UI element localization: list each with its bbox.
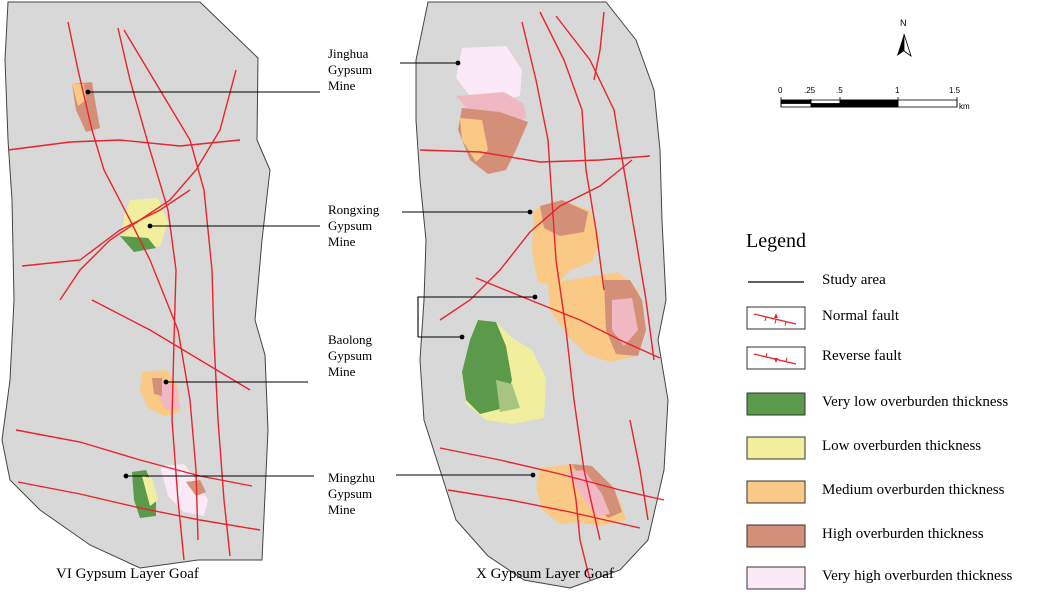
legend-label: Study area (822, 272, 886, 288)
left-faults (7, 21, 261, 561)
low-swatch-icon (746, 436, 806, 460)
scale-tick-0: 0 (778, 86, 783, 95)
north-arrow-icon (897, 33, 912, 58)
legend-item-very-high: Very high overburden thickness (746, 566, 1052, 592)
scale-tick-025: .25 (804, 86, 816, 95)
scale-tick-1: 1 (895, 86, 900, 95)
very-low-swatch-icon (746, 392, 806, 416)
legend-item-normal-fault: Normal fault (746, 306, 1052, 332)
very-high-swatch-icon (746, 566, 806, 590)
legend-item-low: Low overburden thickness (746, 436, 1052, 462)
legend-label: Reverse fault (822, 348, 902, 364)
legend-item-very-low: Very low overburden thickness (746, 392, 1052, 418)
legend-label: Very low overburden thickness (822, 394, 1009, 410)
legend-label: High overburden thickness (822, 526, 984, 542)
legend-label: Normal fault (822, 308, 900, 324)
high-swatch-icon (746, 524, 806, 548)
scale-tick-05: .5 (836, 86, 843, 95)
legend-item-study-area: Study area (746, 270, 1052, 296)
legend-title: Legend (746, 230, 806, 252)
reverse-fault-icon (746, 346, 806, 370)
leader-lines (88, 62, 535, 477)
normal-fault-icon (746, 306, 806, 330)
north-letter: N (900, 18, 907, 28)
left-goaf-patches (72, 82, 208, 518)
right-panel-title: X Gypsum Layer Goaf (476, 566, 614, 582)
leader-points (85, 60, 538, 479)
scale-tick-15: 1.5 (949, 86, 961, 95)
scale-bar-graphic (780, 97, 958, 108)
left-panel-title: VI Gypsum Layer Goaf (56, 566, 199, 582)
legend-item-high: High overburden thickness (746, 524, 1052, 550)
study-area-line-icon (748, 281, 804, 283)
right-faults (419, 11, 665, 581)
legend-item-reverse-fault: Reverse fault (746, 346, 1052, 372)
legend-label: Low overburden thickness (822, 438, 982, 454)
legend-label: Very high overburden thickness (822, 568, 1013, 584)
scale-unit: km (959, 102, 970, 111)
medium-swatch-icon (746, 480, 806, 504)
legend-item-medium: Medium overburden thickness (746, 480, 1052, 506)
legend-label: Medium overburden thickness (822, 482, 1005, 498)
